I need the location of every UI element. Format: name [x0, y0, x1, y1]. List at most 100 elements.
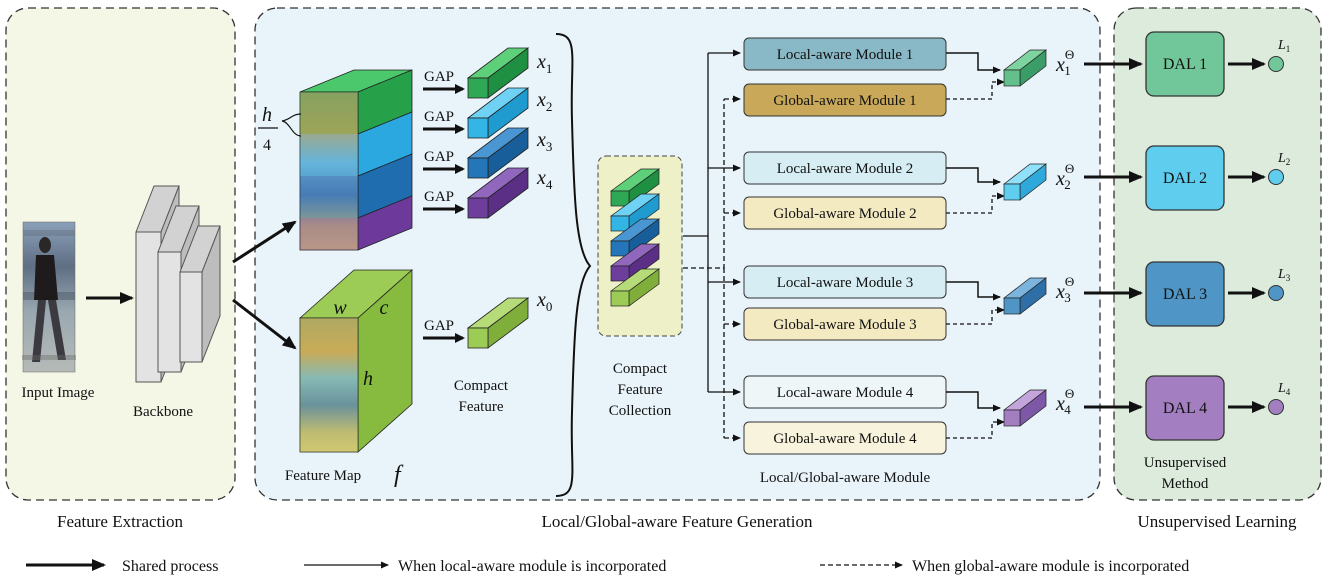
compact-feature-2	[466, 87, 530, 139]
dal-4-label: DAL 4	[1163, 400, 1207, 417]
backbone-block	[135, 185, 221, 383]
local-module-1	[743, 37, 947, 71]
x1-label: x1	[536, 51, 552, 76]
svg-text:xΘ1: xΘ1	[1055, 47, 1074, 78]
loss-1-label: L1	[1277, 38, 1290, 54]
svg-text:L4: L4	[1277, 381, 1291, 397]
local-module-4-label: Local-aware Module 4	[777, 385, 914, 401]
svg-text:xΘ4: xΘ4	[1055, 386, 1074, 417]
dal-1-box	[1145, 31, 1225, 97]
module-caption: Local/Global-aware Module	[760, 470, 931, 486]
svg-text:x4: x4	[536, 167, 553, 192]
section-caption-extraction: Feature Extraction	[57, 512, 184, 531]
svg-text:x3: x3	[536, 129, 552, 154]
loss-4-label: L4	[1277, 381, 1291, 397]
arrow-backbone-lower	[232, 298, 297, 350]
input-image-label: Input Image	[22, 385, 95, 401]
x3-label: x3	[536, 129, 552, 154]
global-feature-map	[298, 269, 414, 453]
compact-feature-3	[466, 127, 530, 179]
dal-2-label: DAL 2	[1163, 170, 1207, 187]
svg-text:xΘ2: xΘ2	[1055, 161, 1074, 192]
global-module-3-label: Global-aware Module 3	[773, 317, 916, 333]
collection-label-line1: Compact	[613, 361, 668, 377]
local-module-2-label: Local-aware Module 2	[777, 161, 914, 177]
collection-label-line2: Feature	[618, 382, 663, 398]
legend-global-label: When global-aware module is incorporated	[912, 558, 1189, 575]
svg-text:x1: x1	[536, 51, 552, 76]
svg-text:x2: x2	[536, 89, 552, 114]
gap-label-4: GAP	[424, 189, 454, 205]
collection-brace	[555, 33, 592, 497]
dim-h: h	[363, 368, 373, 390]
dal-4-box	[1145, 375, 1225, 441]
gap-label-1: GAP	[424, 69, 454, 85]
gap-row-4: GAP	[423, 189, 465, 214]
dal-3-label: DAL 3	[1163, 286, 1207, 303]
x0-label: x0	[536, 289, 552, 314]
gap-row-0: GAP	[423, 318, 465, 343]
loss-3-node	[1268, 285, 1284, 301]
module-output-global	[946, 78, 1005, 439]
local-module-3-label: Local-aware Module 3	[777, 275, 914, 291]
dim-w: w	[333, 297, 347, 319]
section-caption-learning: Unsupervised Learning	[1137, 512, 1297, 531]
fused-feature-4	[1002, 389, 1048, 427]
loss-2-label: L2	[1277, 151, 1290, 167]
compact-feature-4	[466, 167, 530, 219]
legend-shared-label: Shared process	[122, 558, 218, 575]
input-image	[22, 221, 76, 373]
compact-feature-label-line2: Feature	[459, 399, 504, 415]
loss-1-node	[1268, 56, 1284, 72]
global-module-1	[743, 83, 947, 117]
gap-row-1: GAP	[423, 69, 465, 94]
loss-3-label: L3	[1277, 267, 1291, 283]
unsupervised-method-line2: Method	[1162, 476, 1209, 492]
module-output-local	[946, 52, 1001, 412]
compact-feature-label-line1: Compact	[454, 378, 509, 394]
arrow-backbone-upper	[232, 220, 297, 264]
global-module-1-label: Global-aware Module 1	[773, 93, 916, 109]
collection-stack	[609, 168, 661, 307]
feature-extraction-panel	[5, 7, 236, 501]
h-quarter-brace	[281, 113, 302, 137]
x2-label: x2	[536, 89, 552, 114]
legend-local-label: When local-aware module is incorporated	[398, 558, 666, 575]
loss-2-node	[1268, 169, 1284, 185]
svg-text:L2: L2	[1277, 151, 1290, 167]
partitioned-feature-map	[299, 69, 413, 251]
dal-1-label: DAL 1	[1163, 56, 1207, 73]
fused-feature-3	[1002, 277, 1048, 315]
gap-row-3: GAP	[423, 149, 465, 174]
dim-c: c	[380, 297, 389, 319]
gap-label-2: GAP	[424, 109, 454, 125]
loss-4-node	[1268, 399, 1284, 415]
global-module-4-label: Global-aware Module 4	[773, 431, 917, 447]
feature-map-symbol: f	[394, 462, 404, 488]
unsupervised-method-line1: Unsupervised	[1144, 455, 1227, 471]
h-quarter-numerator: h	[262, 104, 272, 126]
svg-text:x0: x0	[536, 289, 552, 314]
section-caption-generation: Local/Global-aware Feature Generation	[542, 512, 813, 531]
compact-feature-1	[466, 47, 530, 99]
feature-map-label: Feature Map	[285, 468, 361, 484]
global-connectors	[683, 95, 741, 442]
dal-3-box	[1145, 261, 1225, 327]
global-module-2-label: Global-aware Module 2	[773, 206, 916, 222]
backbone-label: Backbone	[133, 404, 193, 420]
h-quarter-denominator: 4	[263, 137, 271, 154]
x4-label: x4	[536, 167, 553, 192]
compact-feature-0	[466, 297, 530, 349]
gap-label-3: GAP	[424, 149, 454, 165]
collection-label-line3: Collection	[609, 403, 672, 419]
local-module-1-label: Local-aware Module 1	[777, 47, 914, 63]
gap-label-0: GAP	[424, 318, 454, 334]
gap-row-2: GAP	[423, 109, 465, 134]
fused-feature-1	[1002, 49, 1048, 87]
svg-text:L1: L1	[1277, 38, 1290, 54]
fused-feature-2	[1002, 163, 1048, 201]
